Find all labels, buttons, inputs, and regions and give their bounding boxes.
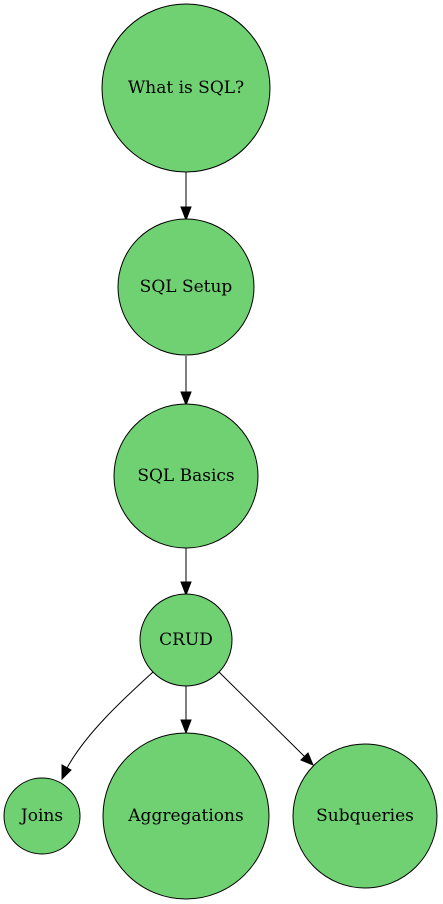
edges [61, 172, 314, 781]
node-crud-label: CRUD [159, 630, 213, 650]
node-crud-circle [139, 593, 233, 687]
edge-sql-basics-to-crud [180, 548, 192, 597]
edge-what-is-sql-to-sql-setup [180, 172, 192, 222]
node-joins: Joins [3, 777, 81, 855]
node-sql-setup-circle [117, 218, 255, 356]
node-joins-label: Joins [19, 806, 63, 826]
node-subqueries-label: Subqueries [316, 806, 414, 826]
node-sql-basics: SQL Basics [113, 403, 259, 549]
node-sql-basics-circle [113, 403, 259, 549]
node-subqueries: Subqueries [292, 743, 438, 889]
node-what-is-sql: What is SQL? [101, 3, 271, 173]
edge-crud-to-aggregations [180, 686, 192, 735]
node-sql-setup: SQL Setup [117, 218, 255, 356]
node-aggregations-label: Aggregations [127, 806, 243, 826]
node-aggregations-circle [102, 732, 270, 900]
node-aggregations: Aggregations [102, 732, 270, 900]
node-crud: CRUD [139, 593, 233, 687]
edge-crud-to-joins [61, 671, 154, 781]
edge-crud-to-subqueries [218, 671, 314, 766]
node-what-is-sql-circle [101, 3, 271, 173]
edge-sql-setup-to-sql-basics [180, 356, 192, 407]
node-joins-circle [3, 777, 81, 855]
node-sql-basics-label: SQL Basics [137, 466, 234, 486]
node-what-is-sql-label: What is SQL? [128, 78, 244, 98]
node-subqueries-circle [292, 743, 438, 889]
node-sql-setup-label: SQL Setup [140, 277, 233, 297]
